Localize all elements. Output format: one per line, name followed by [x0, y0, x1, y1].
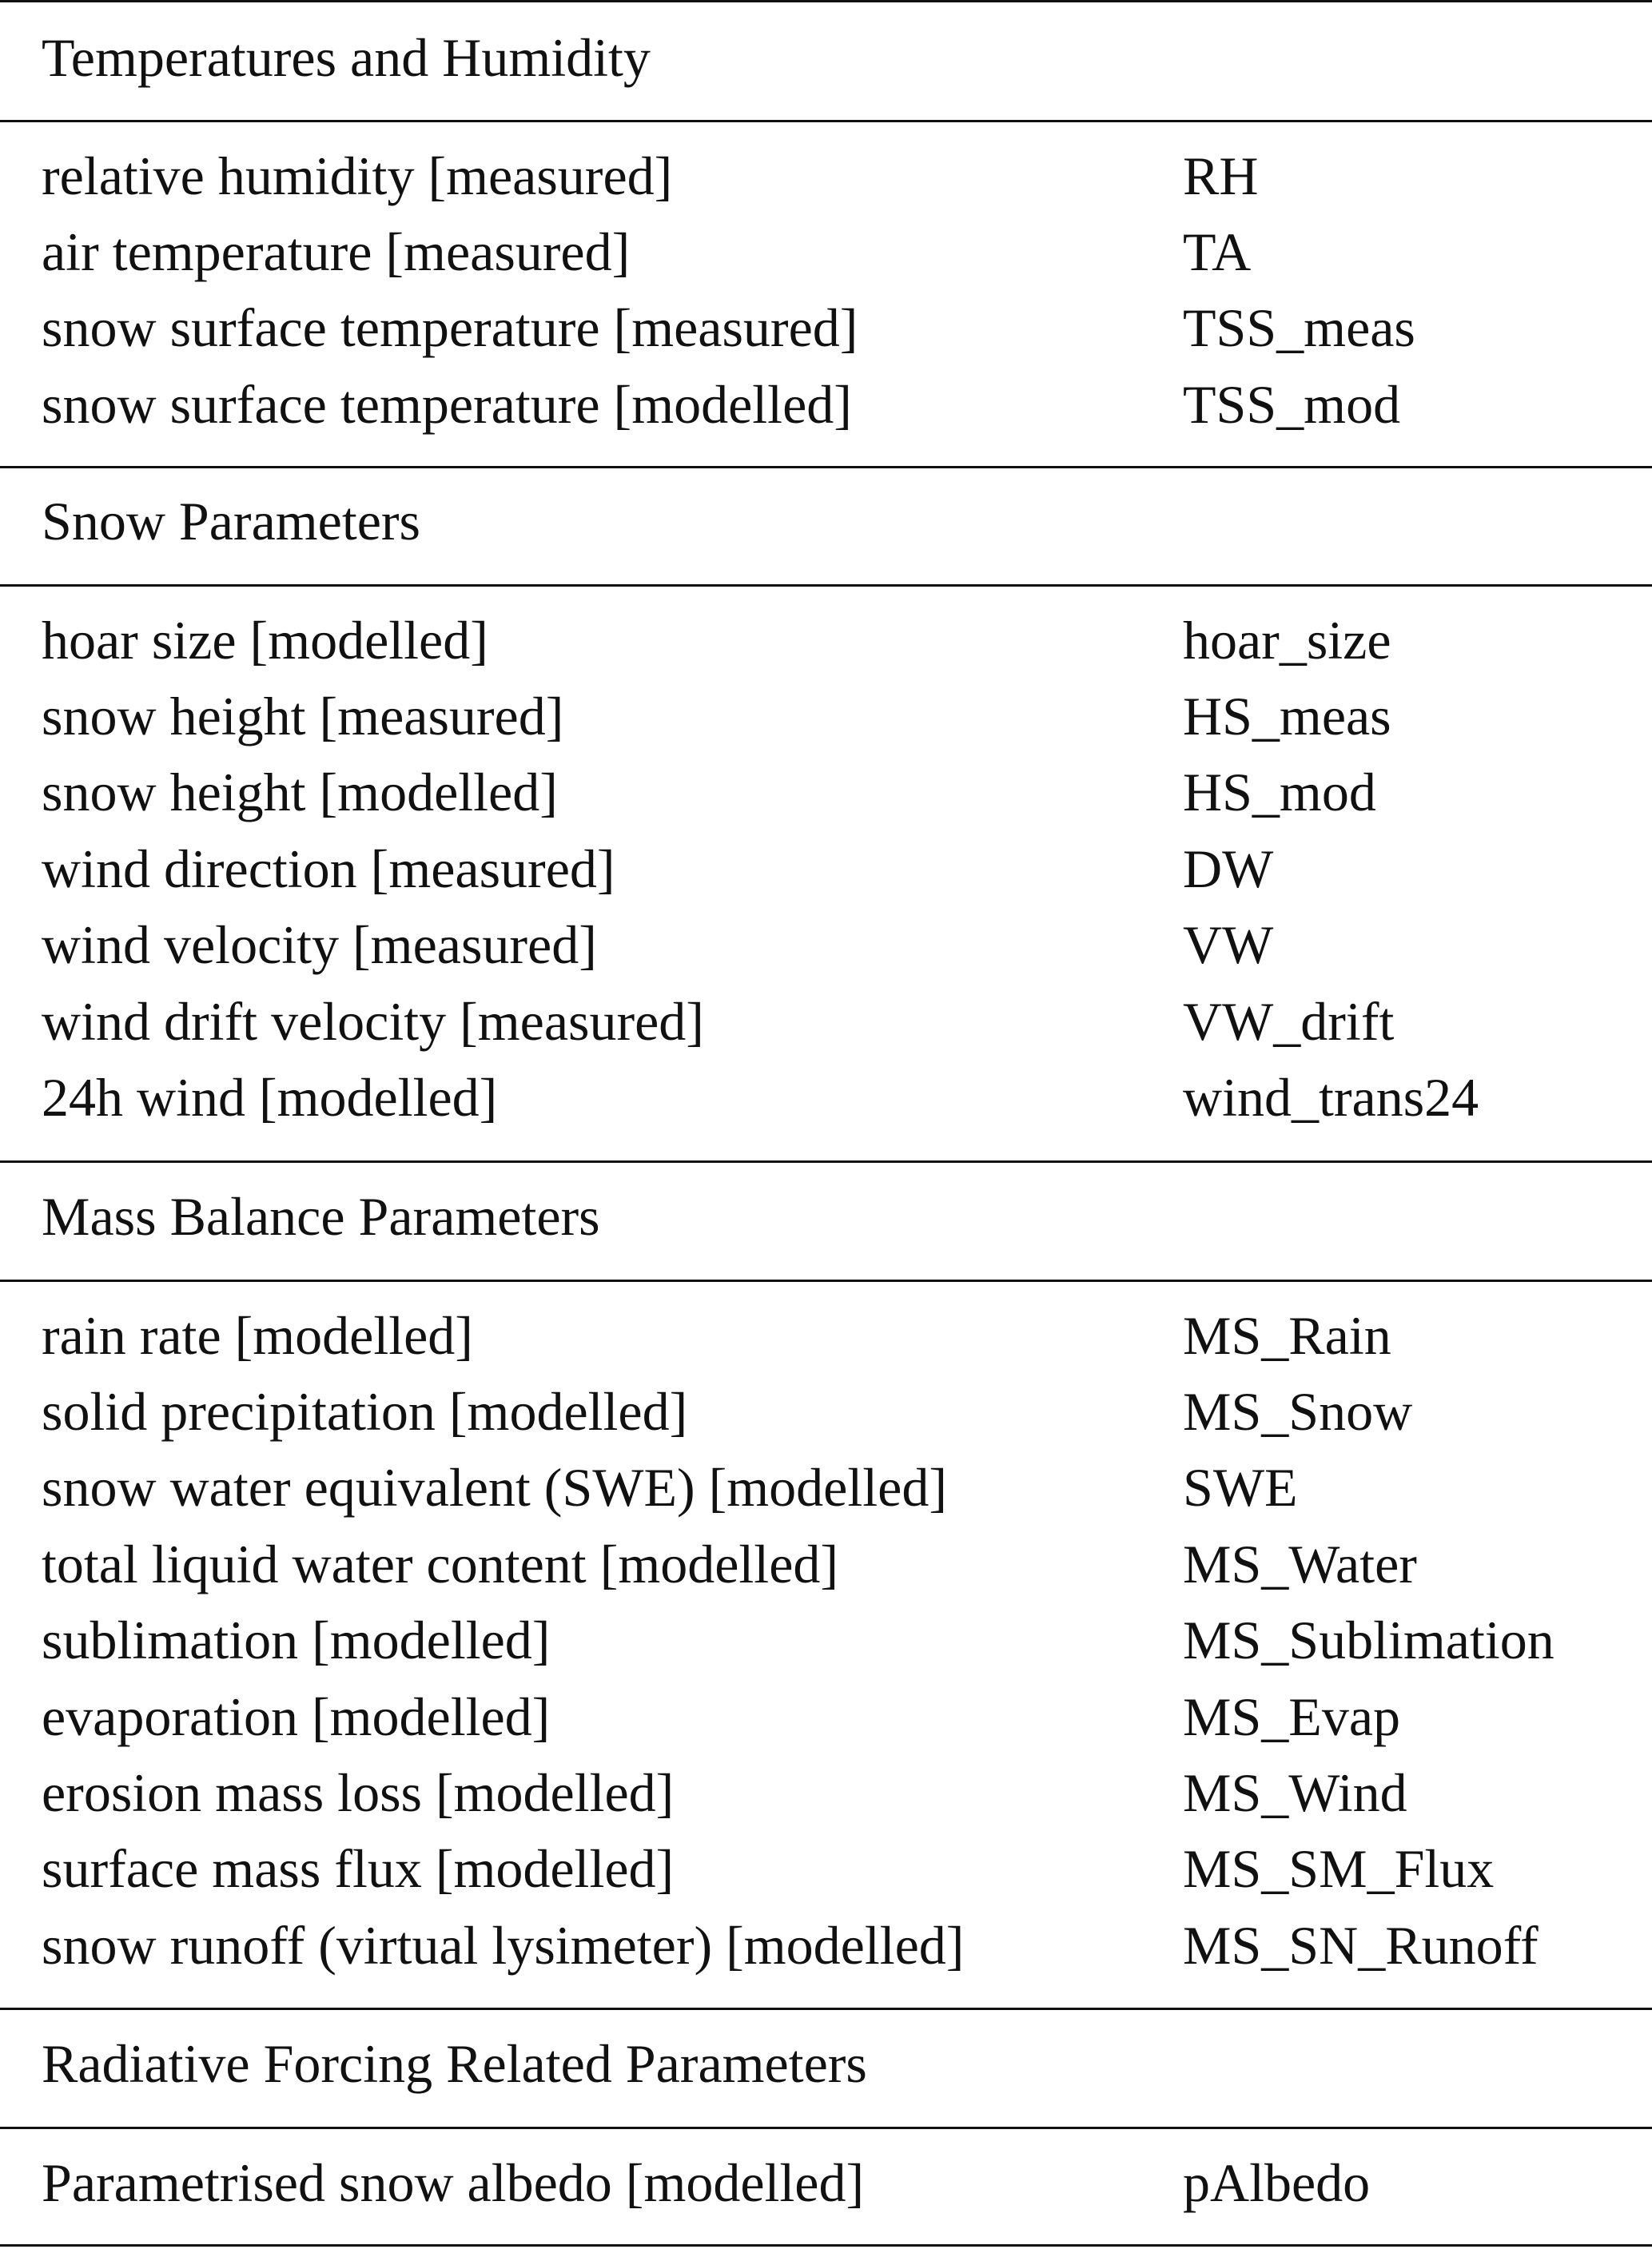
table-row: wind drift velocity [measured] VW_drift: [0, 983, 1652, 1060]
table-row: evaporation [modelled] MS_Evap: [0, 1678, 1652, 1755]
table-row: rain rate [modelled] MS_Rain: [0, 1297, 1652, 1374]
table-row: wind direction [measured] DW: [0, 830, 1652, 907]
parameter-label: air temperature [measured]: [42, 221, 631, 282]
section-rule: [0, 1160, 1652, 1163]
section-heading-text: Radiative Forcing Related Parameters: [42, 2033, 867, 2094]
section-heading-radiative-forcing: Radiative Forcing Related Parameters: [0, 2025, 1652, 2102]
table-row: total liquid water content [modelled] MS…: [0, 1526, 1652, 1602]
parameter-abbreviation: MS_Snow: [1183, 1381, 1413, 1442]
parameter-label: 24h wind [modelled]: [42, 1067, 498, 1128]
parameter-label: snow surface temperature [measured]: [42, 297, 858, 358]
section-rule: [0, 120, 1652, 122]
parameter-label: sublimation [modelled]: [42, 1610, 551, 1670]
section-rule: [0, 584, 1652, 587]
section-heading-mass-balance: Mass Balance Parameters: [0, 1178, 1652, 1255]
section-heading-text: Snow Parameters: [42, 491, 421, 551]
parameter-abbreviation: TA: [1183, 221, 1252, 282]
parameter-abbreviation: TSS_mod: [1183, 374, 1401, 435]
parameter-label: snow surface temperature [modelled]: [42, 374, 852, 435]
parameter-label: solid precipitation [modelled]: [42, 1381, 688, 1442]
parameter-label: total liquid water content [modelled]: [42, 1534, 839, 1594]
section-rule: [0, 466, 1652, 468]
parameter-label: rain rate [modelled]: [42, 1305, 473, 1366]
table-row: relative humidity [measured] RH: [0, 137, 1652, 214]
table-row: solid precipitation [modelled] MS_Snow: [0, 1373, 1652, 1450]
table-row: erosion mass loss [modelled] MS_Wind: [0, 1754, 1652, 1831]
parameter-abbreviation: MS_Evap: [1183, 1686, 1400, 1747]
table-row: snow runoff (virtual lysimeter) [modelle…: [0, 1907, 1652, 1984]
section-rule: [0, 1280, 1652, 1282]
parameter-abbreviation: MS_Sublimation: [1183, 1610, 1554, 1670]
parameter-abbreviation: MS_Rain: [1183, 1305, 1391, 1366]
parameter-abbreviation: MS_SM_Flux: [1183, 1838, 1495, 1899]
parameter-label: surface mass flux [modelled]: [42, 1838, 675, 1899]
parameter-abbreviation: SWE: [1183, 1457, 1298, 1518]
section-heading-temperatures: Temperatures and Humidity: [0, 19, 1652, 96]
parameter-label: snow runoff (virtual lysimeter) [modelle…: [42, 1915, 965, 1976]
table-row: snow height [modelled] HS_mod: [0, 754, 1652, 830]
parameter-abbreviation: MS_Wind: [1183, 1762, 1407, 1823]
section-rule: [0, 2127, 1652, 2129]
parameter-abbreviation: TSS_meas: [1183, 297, 1415, 358]
parameter-abbreviation: pAlbedo: [1183, 2152, 1371, 2213]
table-row: wind velocity [measured] VW: [0, 906, 1652, 983]
parameter-abbreviation: VW: [1183, 914, 1274, 975]
parameter-abbreviation: DW: [1183, 838, 1274, 899]
parameter-abbreviation: MS_SN_Runoff: [1183, 1915, 1539, 1976]
section-rule: [0, 2008, 1652, 2010]
table-rule-top: [0, 0, 1652, 2]
table-row: sublimation [modelled] MS_Sublimation: [0, 1602, 1652, 1678]
parameter-abbreviation: hoar_size: [1183, 610, 1391, 671]
table-row: snow water equivalent (SWE) [modelled] S…: [0, 1449, 1652, 1526]
parameter-label: wind velocity [measured]: [42, 914, 597, 975]
parameter-label: snow height [modelled]: [42, 762, 558, 822]
section-heading-text: Temperatures and Humidity: [42, 27, 651, 88]
parameter-label: hoar size [modelled]: [42, 610, 488, 671]
parameter-abbreviation: RH: [1183, 145, 1259, 206]
parameter-abbreviation: HS_mod: [1183, 762, 1376, 822]
table-row: 24h wind [modelled] wind_trans24: [0, 1059, 1652, 1136]
parameter-label: evaporation [modelled]: [42, 1686, 551, 1747]
section-heading-text: Mass Balance Parameters: [42, 1186, 600, 1247]
table-row: snow surface temperature [modelled] TSS_…: [0, 366, 1652, 443]
table-row: snow height [measured] HS_meas: [0, 678, 1652, 754]
table-row: hoar size [modelled] hoar_size: [0, 602, 1652, 679]
parameter-label: snow water equivalent (SWE) [modelled]: [42, 1457, 947, 1518]
parameter-abbreviation: VW_drift: [1183, 991, 1395, 1052]
parameter-label: wind direction [measured]: [42, 838, 615, 899]
parameter-abbreviation: HS_meas: [1183, 686, 1391, 746]
table-row: surface mass flux [modelled] MS_SM_Flux: [0, 1830, 1652, 1907]
parameter-label: wind drift velocity [measured]: [42, 991, 704, 1052]
parameter-abbreviation: MS_Water: [1183, 1534, 1417, 1594]
parameter-label: Parametrised snow albedo [modelled]: [42, 2152, 865, 2213]
table-rule-bottom: [0, 2244, 1652, 2247]
table-row: air temperature [measured] TA: [0, 213, 1652, 290]
table-row: snow surface temperature [measured] TSS_…: [0, 289, 1652, 366]
section-heading-snow: Snow Parameters: [0, 483, 1652, 559]
parameter-label: snow height [measured]: [42, 686, 564, 746]
parameter-abbreviation: wind_trans24: [1183, 1067, 1479, 1128]
table-row: Parametrised snow albedo [modelled] pAlb…: [0, 2144, 1652, 2221]
parameter-label: relative humidity [measured]: [42, 145, 673, 206]
parameter-label: erosion mass loss [modelled]: [42, 1762, 675, 1823]
